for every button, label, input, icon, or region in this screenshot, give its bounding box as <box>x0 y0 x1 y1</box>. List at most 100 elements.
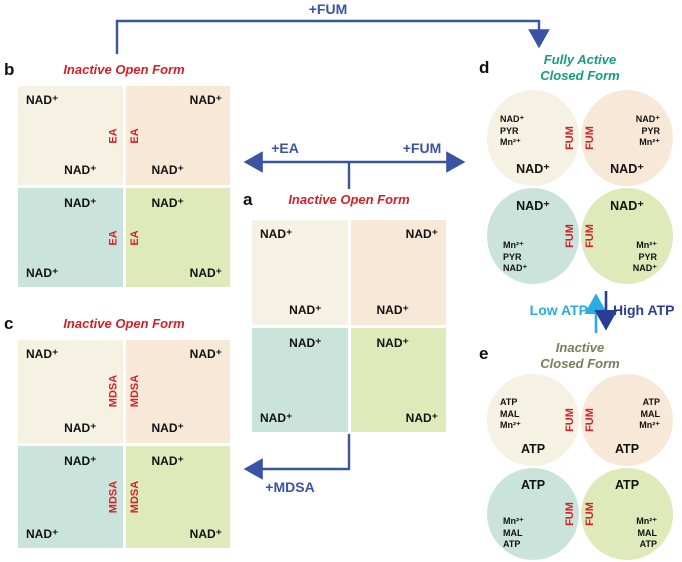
panel-b-subunit-tl: NAD⁺ NAD⁺ EA <box>18 86 123 185</box>
panel-a-subunit-bl: NAD⁺ NAD⁺ <box>252 327 348 432</box>
mdsa-ligand-label: MDSA <box>128 375 141 408</box>
panel-d-letter: d <box>479 58 490 77</box>
nad-label: NAD⁺ <box>26 93 59 107</box>
ea-ligand-label: EA <box>128 229 141 246</box>
panel-a-subunit-tl: NAD⁺ NAD⁺ <box>252 220 348 325</box>
panel-b-subunit-tr: NAD⁺ NAD⁺ EA <box>125 86 230 185</box>
panel-d-subunit-tr: NAD⁺ PYR Mn²⁺ FUM NAD⁺ <box>581 90 673 186</box>
panel-e-subunit-tr: ATP MAL Mn²⁺ FUM ATP <box>581 374 673 466</box>
panel-c-subunit-tr: NAD⁺ NAD⁺ MDSA <box>125 340 230 443</box>
mdsa-ligand-label: MDSA <box>128 480 141 513</box>
panel-c-subunit-tl: NAD⁺ NAD⁺ MDSA <box>18 340 123 443</box>
cofactor-stack: ATP MAL Mn²⁺ <box>500 397 521 431</box>
low-atp-label: Low ATP <box>529 302 588 318</box>
panel-b-subunit-br: NAD⁺ NAD⁺ EA <box>125 188 230 287</box>
top-fum-arrow-label: +FUM <box>308 1 348 17</box>
panel-a-subunit-br: NAD⁺ NAD⁺ <box>350 327 446 432</box>
panel-e-tetramer: ATP MAL Mn²⁺ FUM ATP ATP MAL Mn²⁺ FUM AT… <box>487 374 673 560</box>
atp-label: ATP <box>520 478 546 492</box>
nad-label: NAD⁺ <box>405 411 438 425</box>
high-atp-label: High ATP <box>613 302 675 318</box>
nad-label: NAD⁺ <box>26 347 59 361</box>
atp-label: ATP <box>614 442 640 456</box>
nad-label: NAD⁺ <box>260 227 293 241</box>
nad-label: NAD⁺ <box>189 527 222 541</box>
panel-c-title: Inactive Open Form <box>63 316 185 331</box>
cofactor-stack: NAD⁺ PYR Mn²⁺ <box>635 114 660 148</box>
fum-ligand-label: FUM <box>564 126 576 150</box>
nad-label: NAD⁺ <box>64 453 97 468</box>
nad-label: NAD⁺ <box>376 335 409 350</box>
panel-c-tetramer: NAD⁺ NAD⁺ MDSA NAD⁺ NAD⁺ MDSA NAD⁺ NAD⁺ … <box>18 340 230 548</box>
mdsa-ligand-label: MDSA <box>107 480 120 513</box>
nad-label: NAD⁺ <box>151 453 184 468</box>
panel-a-tetramer: NAD⁺ NAD⁺ NAD⁺ NAD⁺ NAD⁺ NAD⁺ NAD⁺ NAD⁺ <box>252 220 446 432</box>
fum-ligand-label: FUM <box>584 408 596 432</box>
panel-c-letter: c <box>4 314 14 333</box>
panel-e-title: Inactive Closed Form <box>540 340 620 371</box>
panel-d-subunit-tl: NAD⁺ PYR Mn²⁺ FUM NAD⁺ <box>487 90 579 186</box>
nad-label: NAD⁺ <box>289 302 322 317</box>
nad-label: NAD⁺ <box>260 411 293 425</box>
panel-c-subunit-br: NAD⁺ NAD⁺ MDSA <box>125 445 230 548</box>
nad-label: NAD⁺ <box>64 196 97 210</box>
nad-label: NAD⁺ <box>151 196 184 210</box>
nad-label: NAD⁺ <box>151 420 184 435</box>
nad-label: NAD⁺ <box>151 163 184 177</box>
nad-label: NAD⁺ <box>189 266 222 280</box>
cofactor-stack: ATP MAL Mn²⁺ <box>639 397 660 431</box>
nad-label: NAD⁺ <box>516 162 550 176</box>
nad-label: NAD⁺ <box>405 227 438 241</box>
mdsa-arrow-label: +MDSA <box>265 479 315 495</box>
fum-ligand-label: FUM <box>584 224 596 248</box>
panel-d-title: Fully Active Closed Form <box>540 52 620 83</box>
panel-a-letter: a <box>243 190 253 209</box>
panel-b-title: Inactive Open Form <box>63 62 185 77</box>
cofactor-stack: Mn²⁺ MAL ATP <box>636 515 657 550</box>
atp-label: ATP <box>520 442 546 456</box>
ea-ligand-label: EA <box>107 127 120 144</box>
mdsa-ligand-label: MDSA <box>107 375 120 408</box>
panel-b-tetramer: NAD⁺ NAD⁺ EA NAD⁺ NAD⁺ EA NAD⁺ NAD⁺ EA N… <box>18 86 230 287</box>
cofactor-stack: Mn²⁺ PYR NAD⁺ <box>632 239 657 274</box>
atp-label: ATP <box>614 478 640 492</box>
cofactor-stack: Mn²⁺ MAL ATP <box>503 515 524 550</box>
panel-c-subunit-bl: NAD⁺ NAD⁺ MDSA <box>18 445 123 548</box>
nad-label: NAD⁺ <box>189 93 222 107</box>
ea-arrow-label: +EA <box>271 140 299 156</box>
cofactor-stack: NAD⁺ PYR Mn²⁺ <box>500 114 525 148</box>
fum-ligand-label: FUM <box>564 408 576 432</box>
panel-b-letter: b <box>4 60 15 79</box>
cofactor-stack: Mn²⁺ PYR NAD⁺ <box>503 239 528 274</box>
fum-ligand-label: FUM <box>584 502 596 526</box>
mdsa-arrow <box>243 434 351 480</box>
panel-e-subunit-tl: ATP MAL Mn²⁺ FUM ATP <box>487 374 579 466</box>
nad-label: NAD⁺ <box>26 266 59 280</box>
nad-label: NAD⁺ <box>610 162 644 176</box>
nad-label: NAD⁺ <box>289 335 322 350</box>
fum-ligand-label: FUM <box>564 502 576 526</box>
panel-d-subunit-br: NAD⁺ FUM Mn²⁺ PYR NAD⁺ <box>581 188 673 284</box>
nad-label: NAD⁺ <box>64 420 97 435</box>
nad-label: NAD⁺ <box>376 302 409 317</box>
panel-d-subunit-bl: NAD⁺ FUM Mn²⁺ PYR NAD⁺ <box>487 188 579 284</box>
nad-label: NAD⁺ <box>64 163 97 177</box>
panel-b-subunit-bl: NAD⁺ NAD⁺ EA <box>18 188 123 287</box>
nad-label: NAD⁺ <box>26 527 59 541</box>
panel-d-tetramer: NAD⁺ PYR Mn²⁺ FUM NAD⁺ NAD⁺ PYR Mn²⁺ FUM… <box>487 90 673 284</box>
fum-arrow-label: +FUM <box>402 140 442 156</box>
nad-label: NAD⁺ <box>516 199 550 213</box>
top-fum-arrow <box>115 19 550 54</box>
ea-ligand-label: EA <box>128 127 141 144</box>
fum-ligand-label: FUM <box>564 224 576 248</box>
panel-e-subunit-bl: ATP FUM Mn²⁺ MAL ATP <box>487 468 579 560</box>
nad-label: NAD⁺ <box>189 347 222 361</box>
panel-a-subunit-tr: NAD⁺ NAD⁺ <box>350 220 446 325</box>
panel-e-subunit-br: ATP FUM Mn²⁺ MAL ATP <box>581 468 673 560</box>
fum-ligand-label: FUM <box>584 126 596 150</box>
panel-a-title: Inactive Open Form <box>288 192 410 207</box>
panel-e-letter: e <box>479 344 489 363</box>
ea-ligand-label: EA <box>107 229 120 246</box>
